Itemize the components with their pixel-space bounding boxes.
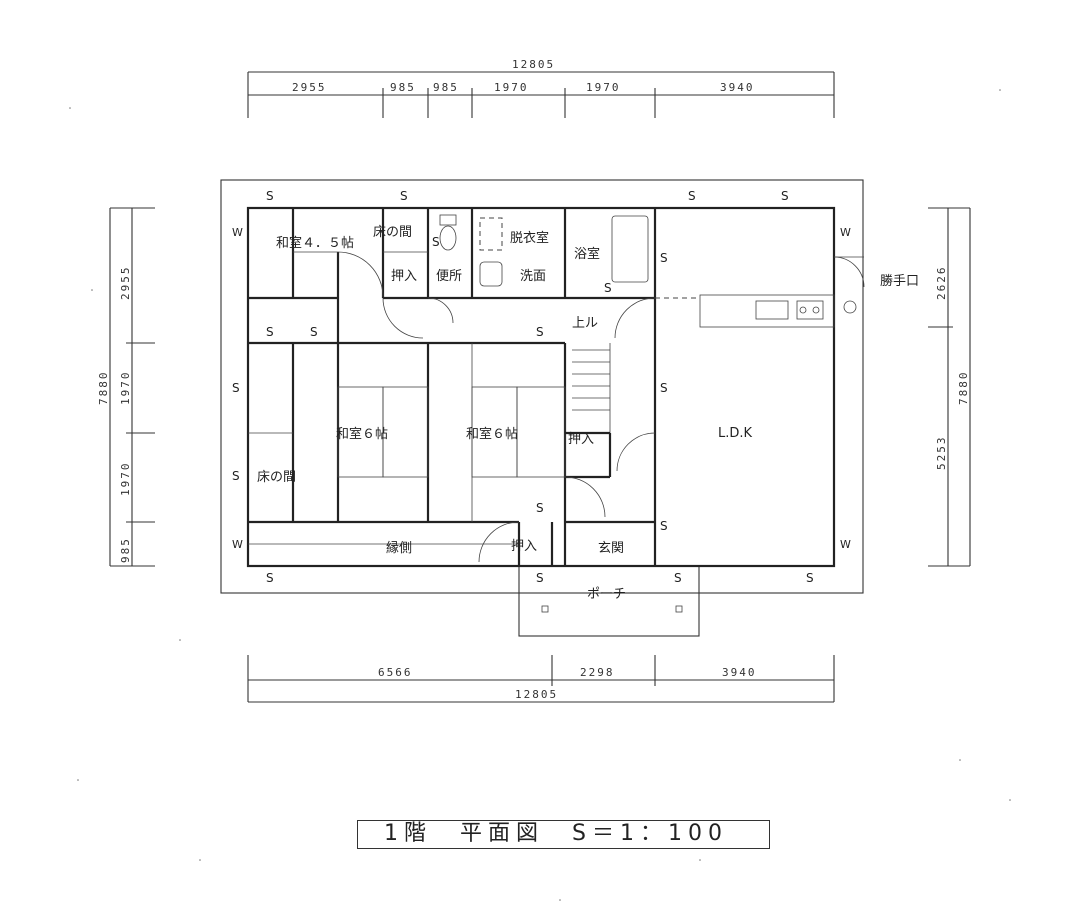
- s-mark: S: [536, 325, 544, 339]
- top-dimensions: 12805 2955 985 985 1970 1970 3940: [247, 58, 835, 118]
- room-washitsu6b: 和室６帖: [466, 426, 518, 442]
- w-mark: W: [840, 538, 851, 551]
- room-ldk: L.D.K: [718, 426, 753, 441]
- s-mark: S: [232, 469, 240, 483]
- right-total-dim: 7880: [957, 371, 970, 406]
- room-tokonoma-left: 床の間: [257, 470, 296, 485]
- top-dim-2: 985: [390, 81, 416, 94]
- left-dim-3: 1970: [119, 462, 132, 497]
- room-oshiire-top: 押入: [391, 269, 417, 284]
- s-mark: S: [232, 381, 240, 395]
- right-dim-1: 2626: [935, 266, 948, 301]
- left-dimensions: 7880 2955 1970 1970 985: [97, 207, 155, 567]
- top-dim-4: 1970: [494, 81, 529, 94]
- room-senmen: 洗面: [520, 269, 546, 284]
- s-mark: S: [688, 189, 696, 203]
- top-dim-3: 985: [433, 81, 459, 94]
- room-porch: ポーチ: [587, 587, 626, 602]
- s-mark: S: [536, 571, 544, 585]
- s-mark: S: [660, 519, 668, 533]
- s-mark: S: [536, 501, 544, 515]
- label-up: 上ル: [572, 316, 598, 331]
- s-mark: S: [400, 189, 408, 203]
- bottom-dim-1: 6566: [378, 666, 413, 679]
- s-mark: S: [432, 235, 440, 249]
- left-dim-1: 2955: [119, 266, 132, 301]
- room-oshiire-bottom: 押入: [511, 539, 537, 554]
- top-dim-5: 1970: [586, 81, 621, 94]
- s-mark: S: [660, 381, 668, 395]
- s-mark: S: [266, 189, 274, 203]
- room-yokushitsu: 浴室: [574, 246, 600, 262]
- s-mark: S: [806, 571, 814, 585]
- s-mark: S: [266, 571, 274, 585]
- s-mark: S: [604, 281, 612, 295]
- stairs: [572, 343, 611, 433]
- interior-walls: [248, 208, 857, 566]
- bottom-dim-2: 2298: [580, 666, 615, 679]
- s-mark: S: [674, 571, 682, 585]
- room-washitsu6a: 和室６帖: [336, 426, 388, 442]
- room-genkan: 玄関: [598, 541, 624, 556]
- s-mark: S: [310, 325, 318, 339]
- top-total-dim: 12805: [512, 58, 555, 71]
- top-dim-6: 3940: [720, 81, 755, 94]
- s-mark: S: [781, 189, 789, 203]
- bottom-dim-3: 3940: [722, 666, 757, 679]
- outer-walls: [246, 206, 836, 568]
- left-dim-4: 985: [119, 537, 132, 563]
- s-mark: S: [660, 251, 668, 265]
- room-washitsu45: 和室４．５帖: [276, 235, 354, 251]
- w-mark: W: [232, 538, 243, 551]
- s-mark: S: [266, 325, 274, 339]
- site-boundary: [220, 179, 864, 594]
- room-toilet: 便所: [436, 269, 462, 284]
- drawing-title: 1階 平面図 S＝1：100: [357, 820, 770, 849]
- w-mark: W: [232, 226, 243, 239]
- room-tokonoma-top: 床の間: [373, 225, 412, 240]
- room-katteguchi: 勝手口: [880, 274, 919, 289]
- scan-noise: [69, 89, 1011, 901]
- room-datsuijo: 脱衣室: [510, 230, 549, 246]
- left-total-dim: 7880: [97, 371, 110, 406]
- w-mark: W: [840, 226, 851, 239]
- left-dim-2: 1970: [119, 371, 132, 406]
- room-oshiire-mid: 押入: [568, 432, 594, 447]
- structural-marks: S S S S S S S S S S S S S S S S S S S W …: [232, 189, 851, 585]
- right-dim-2: 5253: [935, 436, 948, 471]
- room-labels: 和室４．５帖 床の間 押入 便所 脱衣室 洗面 浴室 勝手口 上ル 和室６帖 和…: [257, 225, 919, 602]
- top-dim-1: 2955: [292, 81, 327, 94]
- room-engawa: 縁側: [386, 540, 412, 556]
- doors: [337, 251, 865, 563]
- bottom-total-dim: 12805: [515, 688, 558, 701]
- right-dimensions: 2626 5253 7880: [928, 207, 971, 567]
- bottom-dimensions: 6566 2298 3940 12805: [247, 655, 835, 703]
